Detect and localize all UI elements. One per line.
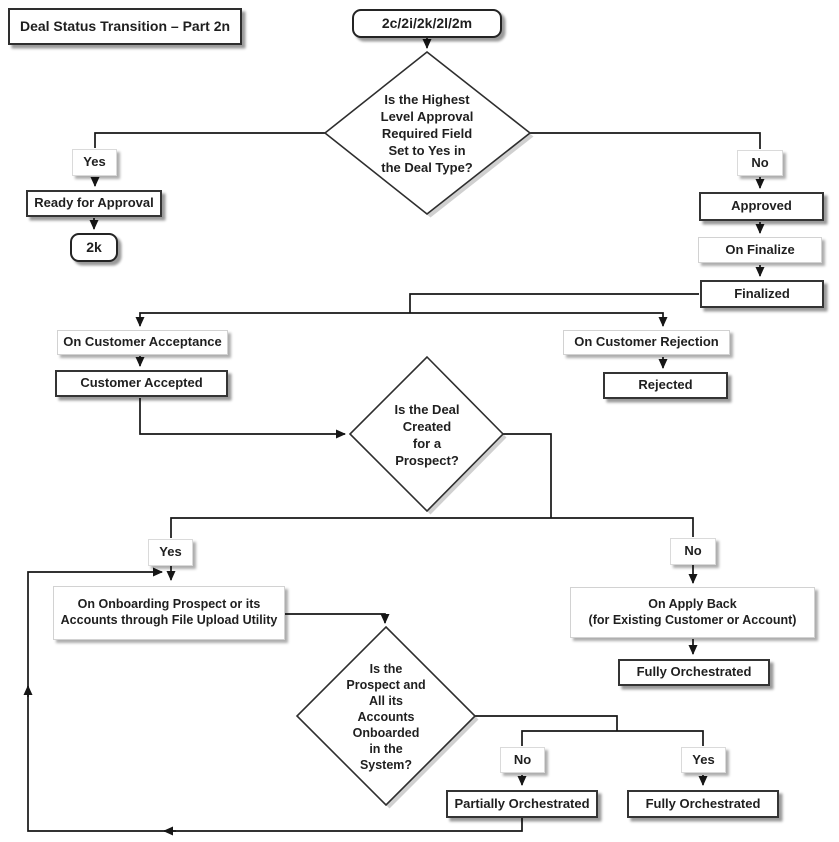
decision2-shape — [348, 355, 505, 513]
state-customer-accepted: Customer Accepted — [55, 370, 228, 397]
start-node: 2c/2i/2k/2l/2m — [352, 9, 502, 38]
branch-label-yes2: Yes — [148, 539, 193, 566]
event-on-finalize: On Finalize — [698, 237, 822, 263]
decision1-text: Is the Highest Level Approval Required F… — [380, 92, 474, 175]
event-on-onboarding-prospect: On Onboarding Prospect or its Accounts t… — [53, 586, 285, 640]
branch-label-no3: No — [500, 747, 545, 773]
branch-label-no2: No — [670, 538, 716, 565]
branch-label-yes3: Yes — [681, 747, 726, 773]
state-fully-orchestrated: Fully Orchestrated — [627, 790, 779, 818]
state-partially-orchestrated: Partially Orchestrated — [446, 790, 598, 818]
state-approved: Approved — [699, 192, 824, 221]
branch-label-yes1: Yes — [72, 149, 117, 176]
connector-node-2k: 2k — [70, 233, 118, 262]
decision3-shape — [295, 625, 477, 807]
decision3-text: Is the Prospect and All its Accounts Onb… — [346, 661, 426, 772]
decision2-text: Is the Deal Created for a Prospect? — [394, 402, 460, 468]
diagram-title: Deal Status Transition – Part 2n — [8, 8, 242, 45]
event-on-customer-rejection: On Customer Rejection — [563, 330, 730, 355]
state-fully-orchestrated-apply-back: Fully Orchestrated — [618, 659, 770, 686]
decision-shapes — [295, 50, 532, 807]
branch-label-no1: No — [737, 150, 783, 176]
decision1-shape — [323, 50, 532, 216]
state-finalized: Finalized — [700, 280, 824, 308]
edge-arrows — [23, 38, 765, 836]
edge-lines — [94, 132, 761, 746]
event-on-customer-acceptance: On Customer Acceptance — [57, 330, 228, 355]
state-ready-for-approval: Ready for Approval — [26, 190, 162, 217]
state-rejected: Rejected — [603, 372, 728, 399]
event-on-apply-back: On Apply Back (for Existing Customer or … — [570, 587, 815, 638]
